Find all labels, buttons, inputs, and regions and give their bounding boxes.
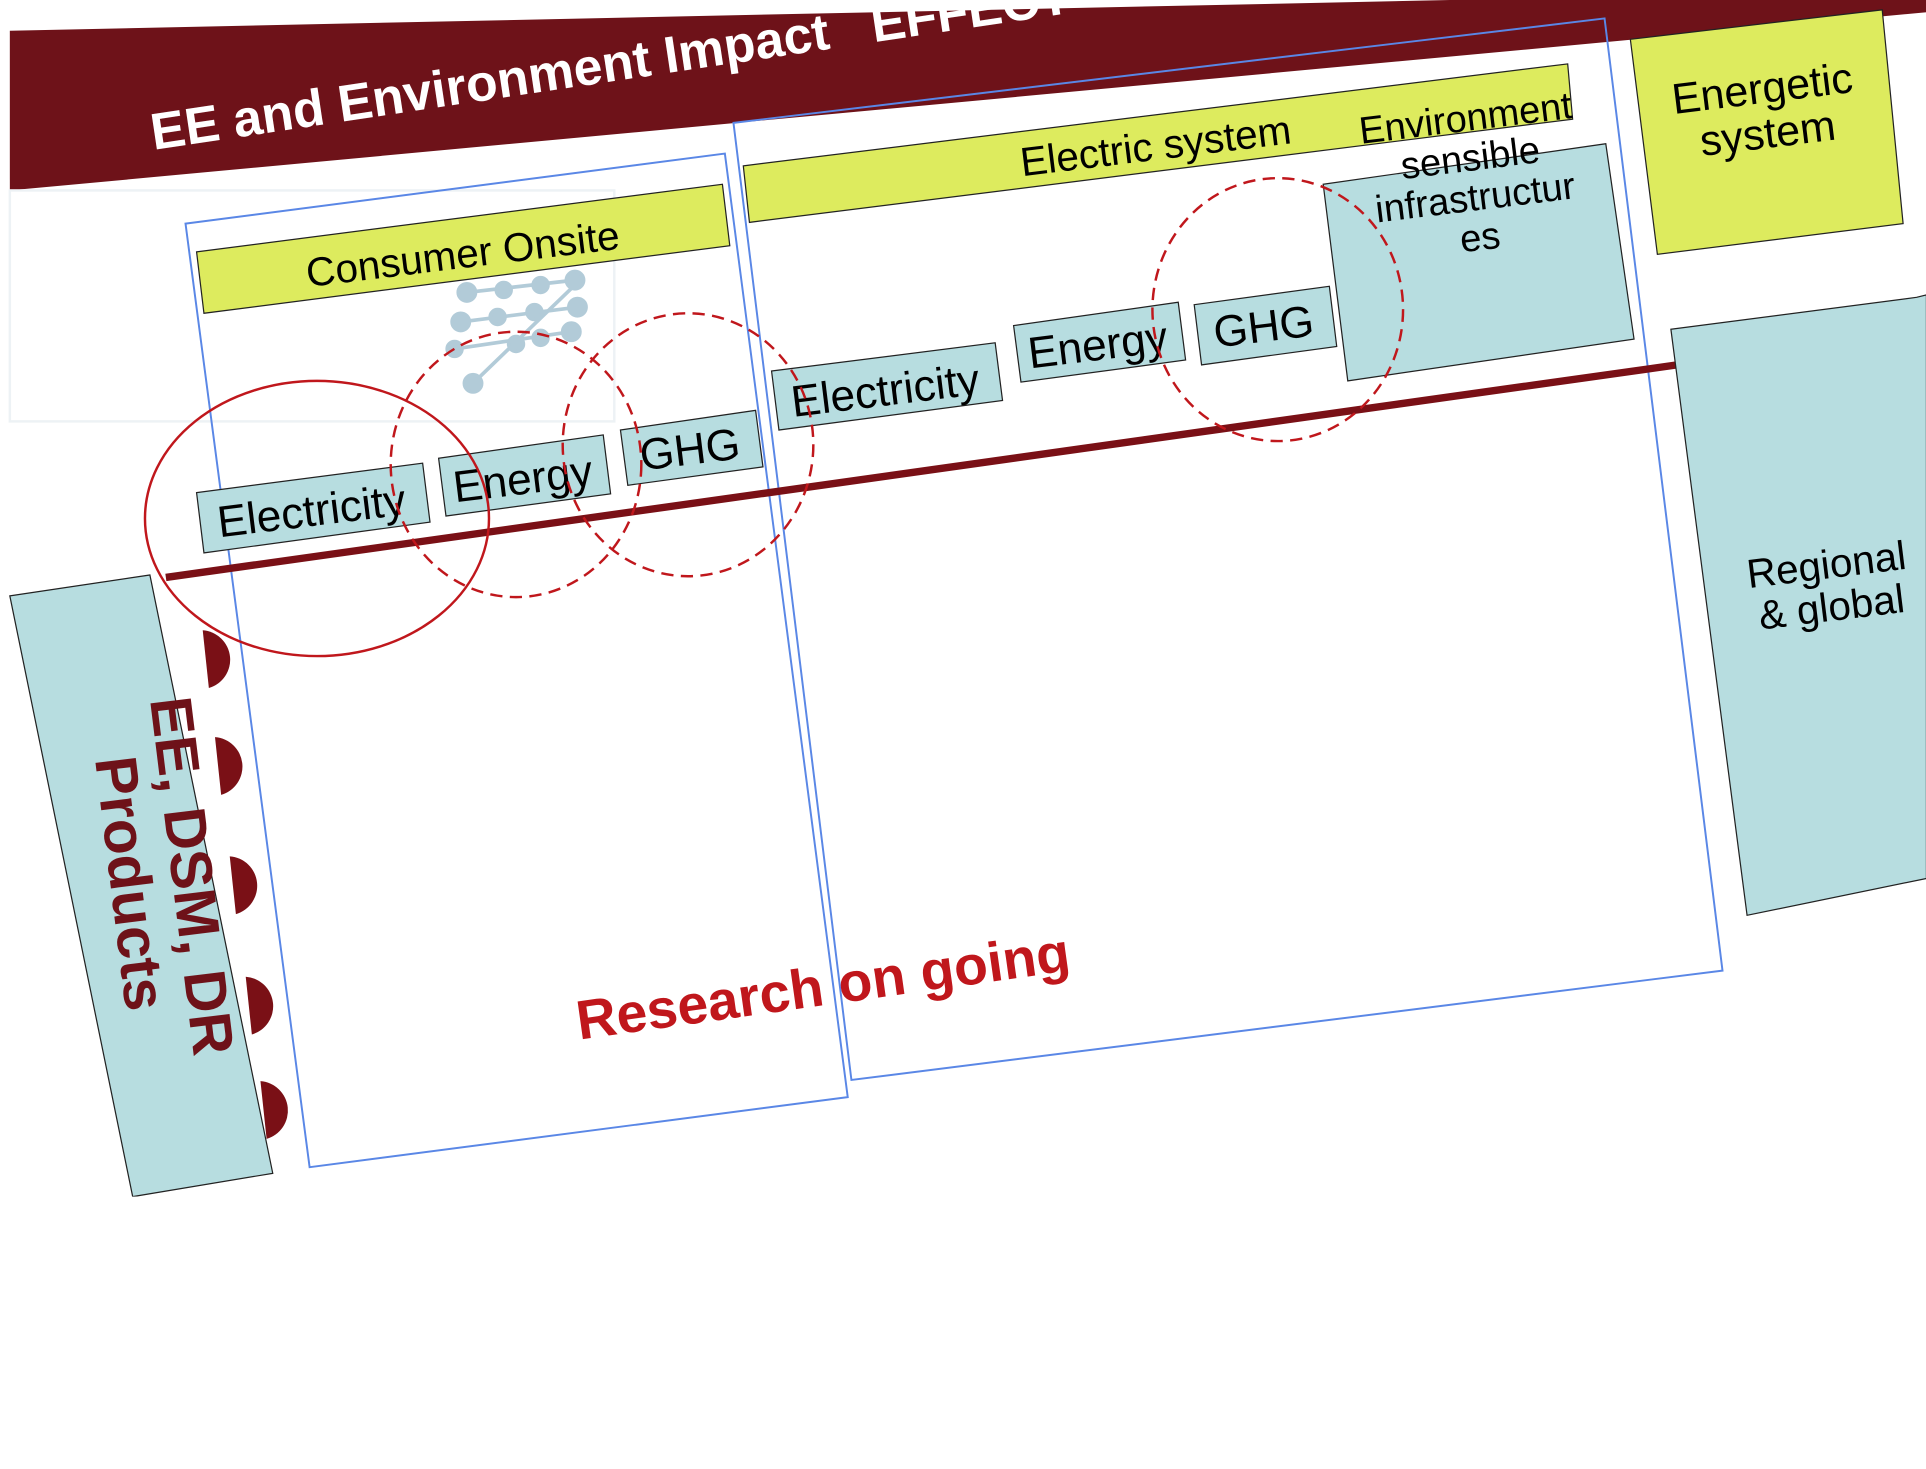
network-graphic-icon [445, 269, 588, 394]
energetic-system-box: Energeticsystem [1629, 9, 1904, 256]
system-energy-box: Energy [1012, 301, 1187, 383]
environment-box: Environmentsensibleinfrastructures [1322, 85, 1635, 382]
electric-system-frame [732, 17, 1724, 1082]
products-box: EE, DSM, DRProducts [9, 574, 288, 1198]
timeline-line [165, 361, 1678, 582]
system-ghg-dashed-circle [1151, 176, 1405, 443]
product-connector-tabs [202, 630, 288, 1139]
regional-global-box: Regional& global [1670, 294, 1926, 917]
system-ghg-box: GHG [1193, 285, 1338, 366]
energy-dashed-circle [389, 330, 643, 599]
ghg-dashed-circle [561, 312, 815, 578]
system-electricity-box: Electricity [770, 342, 1004, 431]
diagram: EE and Environment Impact EFFECT Consume… [8, 0, 1926, 1198]
research-label: Research on going [572, 921, 1073, 1052]
consumer-electricity-box: Electricity [195, 462, 431, 554]
system-ghg-label: GHG [1211, 297, 1317, 358]
consumer-ghg-label: GHG [637, 420, 743, 481]
electricity-highlight-circle [143, 379, 491, 658]
consumer-frame [184, 152, 849, 1169]
consumer-ghg-box: GHG [619, 409, 764, 486]
